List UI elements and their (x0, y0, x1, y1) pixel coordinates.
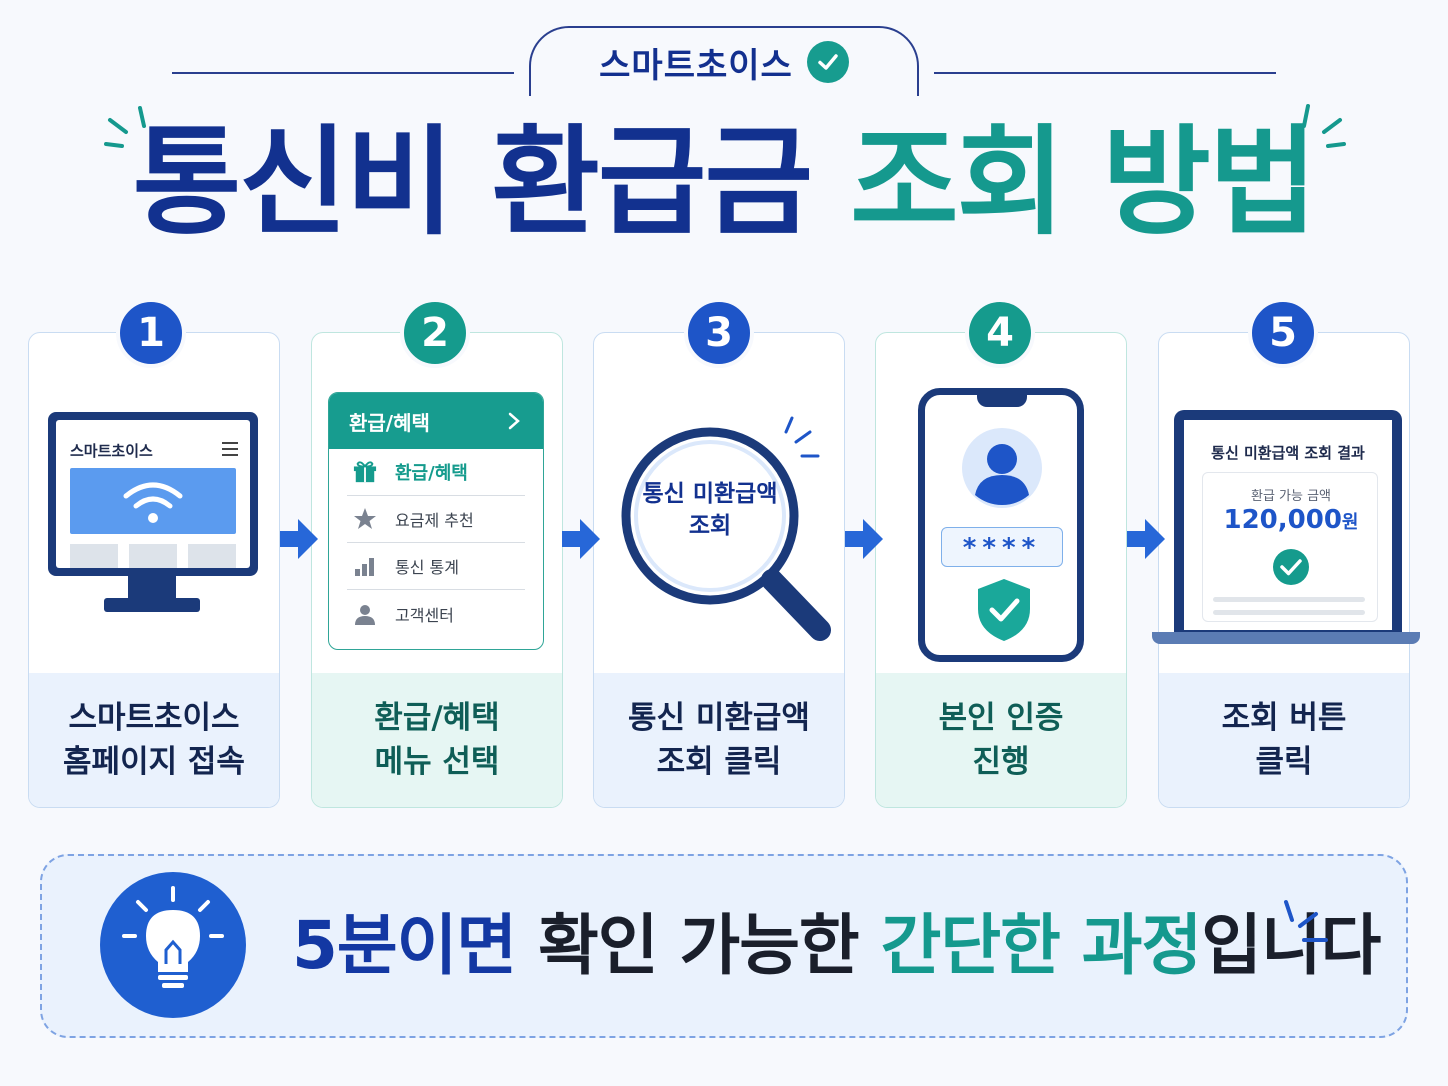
step-caption-line1: 스마트초이스 (68, 700, 240, 736)
arrow-right-icon (280, 519, 318, 559)
password-field: **** (941, 527, 1063, 567)
menu-header: 환급/혜택 (329, 393, 543, 449)
website-screen: 스마트초이스 (56, 420, 250, 568)
title-part1: 통신비 환급금 (132, 113, 813, 251)
result-label: 환급 가능 금액 (1250, 489, 1332, 504)
menu-item-stats: 통신 통계 (347, 543, 525, 590)
check-circle-icon (1273, 549, 1309, 585)
step-caption-box: 환급/혜택 메뉴 선택 (312, 673, 562, 807)
laptop-screen: 통신 미환급액 조회 결과 환급 가능 금액 120,000원 (1184, 420, 1392, 630)
step-caption-line2: 진행 (972, 744, 1030, 780)
step-number-4: 4 (965, 298, 1035, 368)
refund-amount: 120,000원 (1203, 505, 1379, 535)
step-caption-box: 본인 인증 진행 (876, 673, 1126, 807)
menu-item-refund: 환급/혜택 (347, 449, 525, 496)
user-icon (353, 602, 377, 626)
placeholder-line (1213, 610, 1365, 615)
star-icon (353, 507, 377, 531)
title-part2: 조회 방법 (850, 113, 1317, 251)
monitor-stand (128, 576, 176, 600)
step-caption-line1: 본인 인증 (938, 700, 1064, 736)
brand-badge: 스마트초이스 (529, 26, 919, 96)
step-caption-line1: 통신 미환급액 (628, 700, 810, 736)
banner-highlight-process: 간단한 과정 (880, 907, 1203, 984)
sparkle-icon (1284, 900, 1328, 942)
chevron-right-icon (508, 412, 520, 430)
phone-notch (977, 393, 1027, 407)
sparkle-left-icon (104, 106, 146, 148)
content-block (129, 544, 177, 568)
placeholder-line (1213, 597, 1365, 602)
bar-chart-icon (353, 554, 377, 578)
hamburger-menu-icon (222, 442, 238, 460)
step-card-3: 통신 미환급액 조회 클릭 (593, 332, 845, 808)
menu-item-support: 고객센터 (347, 590, 525, 637)
monitor-illustration: 스마트초이스 (48, 412, 258, 576)
menu-item-label: 통신 통계 (395, 558, 459, 577)
monitor-base (104, 598, 200, 612)
menu-header-label: 환급/혜택 (349, 410, 430, 435)
site-name: 스마트초이스 (70, 442, 153, 460)
info-banner (40, 854, 1408, 1038)
check-circle-icon (806, 41, 849, 83)
content-block (188, 544, 236, 568)
banner-highlight-time: 5분이면 (292, 907, 517, 984)
header-divider-left (172, 72, 514, 74)
laptop-illustration: 통신 미환급액 조회 결과 환급 가능 금액 120,000원 (1174, 410, 1402, 632)
menu-item-label: 요금제 추천 (395, 511, 474, 530)
menu-panel: 환급/혜택 환급/혜택 요금제 추천 통신 통계 고객센터 (328, 392, 544, 650)
magnifier-label: 통신 미환급액 조회 (612, 478, 808, 542)
result-card: 환급 가능 금액 120,000원 (1202, 472, 1378, 622)
lightbulb-badge (100, 872, 246, 1018)
step-number-5: 5 (1248, 298, 1318, 368)
user-avatar-icon (962, 428, 1042, 508)
step-number-2: 2 (400, 298, 470, 368)
step-caption-line2: 클릭 (1255, 744, 1313, 780)
step-number-3: 3 (684, 298, 754, 368)
menu-item-label: 환급/혜택 (395, 463, 468, 484)
step-number-1: 1 (116, 298, 186, 368)
step-caption-line2: 조회 클릭 (656, 744, 782, 780)
menu-item-label: 고객센터 (395, 605, 454, 625)
step-caption-box: 조회 버튼 클릭 (1159, 673, 1409, 807)
magnifier-line2: 조회 (688, 513, 732, 539)
arrow-right-icon (845, 519, 883, 559)
step-caption-line1: 환급/혜택 (374, 700, 500, 736)
result-title: 통신 미환급액 조회 결과 (1211, 444, 1365, 462)
step-caption-box: 통신 미환급액 조회 클릭 (594, 673, 844, 807)
wifi-icon (123, 482, 183, 523)
step-caption-line2: 메뉴 선택 (374, 744, 500, 780)
hero-banner (70, 468, 236, 534)
content-block (70, 544, 118, 568)
phone-illustration: **** (918, 388, 1084, 662)
currency-unit: 원 (1341, 512, 1359, 533)
arrow-right-icon (562, 519, 600, 559)
page-title: 통신비 환급금 조회 방법 (0, 112, 1448, 252)
menu-item-plan: 요금제 추천 (347, 496, 525, 543)
brand-name: 스마트초이스 (599, 45, 793, 86)
banner-text-middle: 확인 가능한 (516, 907, 881, 984)
shield-check-icon (978, 579, 1030, 641)
sparkle-right-icon (1302, 104, 1346, 148)
banner-message: 5분이면 확인 가능한 간단한 과정입니다 (292, 896, 1381, 996)
laptop-base (1152, 632, 1420, 644)
magnifier-icon (621, 416, 831, 641)
magnifier-line1: 통신 미환급액 (642, 481, 778, 507)
step-caption-box: 스마트초이스 홈페이지 접속 (29, 673, 279, 807)
step-caption-line2: 홈페이지 접속 (63, 744, 245, 780)
lightbulb-icon (122, 886, 224, 988)
arrow-right-icon (1127, 519, 1165, 559)
refund-amount-value: 120,000 (1223, 505, 1342, 535)
gift-icon (353, 460, 377, 484)
header-divider-right (934, 72, 1276, 74)
step-caption-line1: 조회 버튼 (1221, 700, 1347, 736)
